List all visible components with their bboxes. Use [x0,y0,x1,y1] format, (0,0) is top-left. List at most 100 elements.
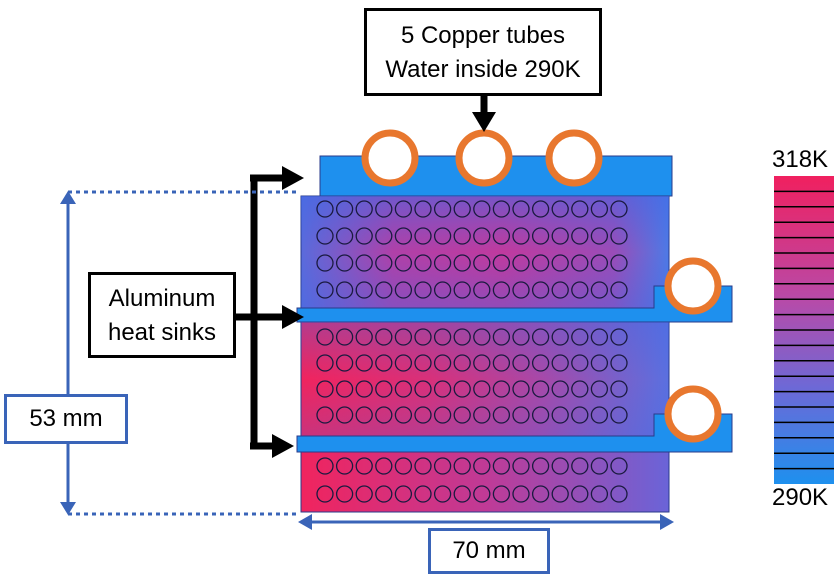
fin-hole [414,457,432,475]
copper-tube [664,257,722,315]
copper-tube [664,385,722,443]
fin-hole [355,485,373,503]
fin-hole [316,227,334,245]
copper-tube [545,129,603,187]
copper-tube [361,129,419,187]
fin-hole [531,380,550,398]
fin-hole [375,281,393,299]
fin-hole [551,406,569,424]
fin-hole [453,200,471,218]
fin-hole [512,281,530,299]
fin-hole [473,406,491,424]
fin-hole [375,200,393,218]
fin-hole [512,354,530,372]
fin-hole [590,254,609,272]
fin-hole [316,380,334,398]
fin-hole [473,281,491,299]
fin-hole [492,354,511,372]
fin-hole [512,457,530,475]
copper-tube [455,129,513,187]
fin-hole [571,254,589,272]
fin-hole [531,328,550,346]
fin-hole [571,200,589,218]
fin-hole [394,406,413,424]
side-aluminum-bracket-middle [296,285,733,323]
fin-hole [355,457,373,475]
colorbar-max-label: 318K [772,146,829,173]
fin-hole [551,200,569,218]
fin-hole [531,457,550,475]
fin-hole [590,227,609,245]
fin-hole [453,227,471,245]
fin-hole [551,281,569,299]
fin-hole [316,406,334,424]
fin-hole [335,328,354,346]
fin-hole [316,281,334,299]
fin-hole [355,281,373,299]
fin-hole [610,485,628,503]
fin-hole [316,457,334,475]
fin-hole [375,457,393,475]
temperature-colorbar [774,176,834,484]
fin-hole [590,457,609,475]
fin-hole [335,380,354,398]
fin-hole [414,354,432,372]
fin-hole [453,457,471,475]
fin-hole [551,485,569,503]
fin-hole [492,200,511,218]
fin-hole [551,354,569,372]
heatsinks-callout: Aluminum heat sinks [88,272,236,358]
fin-hole [394,380,413,398]
fin-hole [394,457,413,475]
fin-hole [355,254,373,272]
fin-hole [355,380,373,398]
fin-hole [453,254,471,272]
fin-hole [512,200,530,218]
fin-hole [531,200,550,218]
fin-hole [590,406,609,424]
heatsinks-callout-line1: Aluminum [108,285,216,312]
fin-hole [375,227,393,245]
fin-hole [433,200,452,218]
fin-hole [571,227,589,245]
fin-hole [531,406,550,424]
fin-hole [375,406,393,424]
fin-hole [394,200,413,218]
heat-sink-block-upper [300,195,670,309]
fin-hole [355,406,373,424]
fin-hole [375,328,393,346]
fin-hole [414,328,432,346]
fin-hole [414,485,432,503]
fin-hole [590,281,609,299]
fin-hole [394,485,413,503]
width-dimension [298,514,674,530]
fin-hole [531,485,550,503]
fin-hole [551,328,569,346]
fin-hole [433,354,452,372]
fin-hole [473,380,491,398]
fin-hole [610,354,628,372]
fin-hole [492,406,511,424]
fin-hole [571,281,589,299]
width-label: 70 mm [428,528,550,574]
fin-hole [473,328,491,346]
fin-hole [492,227,511,245]
fin-hole [453,380,471,398]
fin-hole [433,281,452,299]
fin-hole [551,227,569,245]
fin-hole [492,328,511,346]
fin-hole [414,406,432,424]
fin-hole [473,354,491,372]
fin-hole [394,281,413,299]
fin-hole [335,406,354,424]
fin-hole [473,485,491,503]
fin-hole [453,354,471,372]
fin-hole [571,354,589,372]
fin-hole [610,380,628,398]
fin-hole [512,406,530,424]
height-label-text: 53 mm [29,405,103,432]
fin-hole [610,254,628,272]
fin-hole [355,200,373,218]
fin-hole [414,254,432,272]
fin-hole [571,485,589,503]
